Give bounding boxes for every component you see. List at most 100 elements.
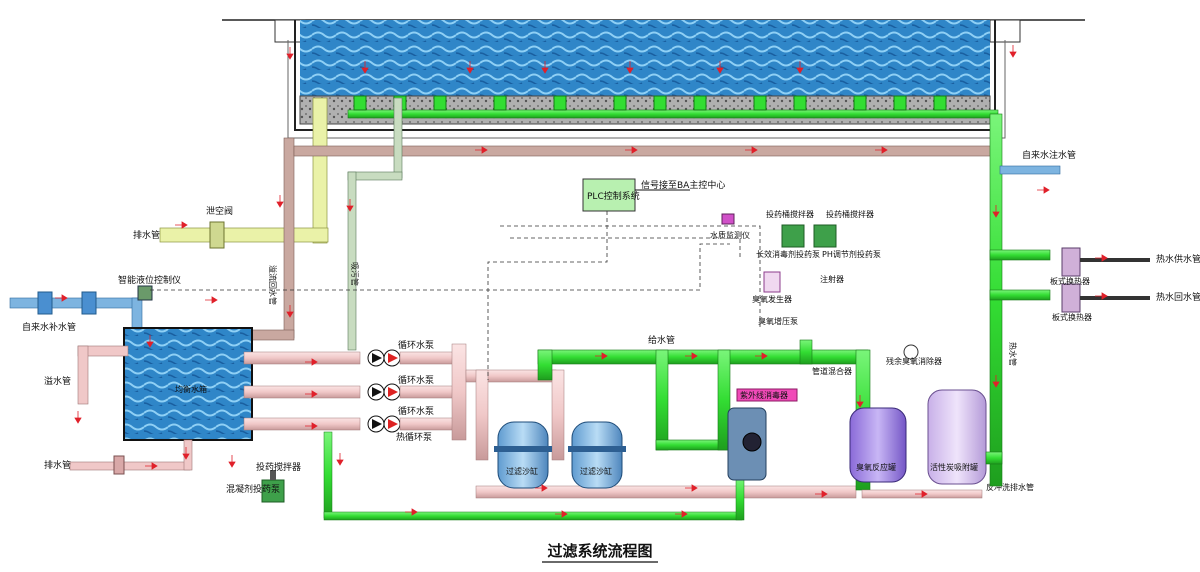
flow-arrow: [992, 375, 1000, 388]
pool-inlet-fitting: [853, 95, 867, 111]
ozone-gen-box: [763, 271, 781, 293]
sand-tank-2-label: 过滤沙缸: [580, 466, 612, 476]
carbon-tank: [927, 389, 987, 485]
pool-inlet-fitting: [753, 95, 767, 111]
flow-arrow: [305, 390, 318, 398]
suction-pipe-label: 吸污管: [350, 262, 360, 286]
plate-hx: [1061, 247, 1150, 313]
pool-inlet-fitting: [793, 95, 807, 111]
overflow-return-pipe: [249, 137, 995, 341]
flow-arrow: [55, 294, 68, 302]
supply-pipe-label: 给水管: [648, 334, 675, 346]
circ-pump-3-label: 循环水泵: [398, 405, 434, 417]
plc-box: [582, 178, 636, 212]
hot-supply-label: 热水供水管: [1156, 253, 1200, 265]
pump-discharge-pipes: [399, 343, 857, 499]
flow-arrow: [305, 422, 318, 430]
pool-inlet-fitting: [433, 95, 447, 111]
flow-arrow: [856, 395, 864, 408]
disinfect-pump-label: 长效消毒剂投药泵: [756, 249, 820, 259]
vent-valve-label: 泄空阀: [206, 205, 233, 217]
flow-arrow: [595, 352, 608, 360]
heat-pump-label: 热循环泵: [396, 431, 432, 443]
backwash-drain-label: 反冲洗排水管: [986, 482, 1034, 492]
ph-pump-label: PH调节剂投药泵: [822, 249, 881, 259]
coag-pump-label: 混凝剂投药泵: [226, 483, 280, 495]
sand-tank-2: [568, 421, 626, 489]
flow-arrow: [175, 221, 188, 229]
flow-arrow: [286, 305, 294, 318]
balance-tank: [123, 327, 253, 441]
flow-arrow: [1009, 45, 1017, 58]
flow-arrow: [182, 447, 190, 460]
flow-arrow: [685, 484, 698, 492]
suction-pipe: [347, 97, 403, 351]
pool-inlet-fitting: [353, 95, 367, 111]
uv-box: [736, 388, 798, 402]
circ-pump-1-label: 循环水泵: [398, 339, 434, 351]
flow-arrow: [74, 411, 82, 424]
overflow-return-label: 溢流回水管: [268, 265, 278, 305]
pool-inlet-fitting: [933, 95, 947, 111]
injector-label: 注射器: [820, 274, 844, 284]
pool: [222, 19, 1085, 139]
ozone-remover-label: 残余臭氧消除器: [886, 356, 942, 366]
pool-inlet-fitting: [893, 95, 907, 111]
dosing-mixer-bottom-label: 投药搅拌器: [256, 461, 301, 473]
pool-water: [300, 20, 990, 98]
carbon-tank-label: 活性炭吸附罐: [930, 462, 978, 472]
flow-arrow: [555, 510, 568, 518]
balance-tank-label: 均衡水箱: [175, 384, 207, 394]
drain-bottom-label: 排水管: [44, 459, 71, 471]
flow-arrow: [875, 146, 888, 154]
plc-label: PLC控制系统: [587, 190, 640, 202]
plate-hx-2-label: 板式换热器: [1052, 312, 1092, 322]
chem-tanks: [781, 224, 837, 248]
flow-arrow: [205, 296, 218, 304]
flow-arrow: [541, 61, 549, 74]
flow-arrow: [685, 352, 698, 360]
flow-arrow: [535, 484, 548, 492]
flow-arrow: [675, 510, 688, 518]
flow-arrow: [1095, 254, 1108, 262]
ozone-gen-label: 臭氧发生器: [752, 294, 792, 304]
tap-water-makeup-label: 自来水补水管: [22, 321, 76, 333]
flow-arrow: [1037, 186, 1050, 194]
overflow-pipe-label: 溢水管: [44, 375, 71, 387]
level-controller-label: 智能液位控制仪: [118, 274, 181, 286]
overflow-pipe: [77, 345, 129, 405]
flow-arrow: [716, 61, 724, 74]
booster-pump-label: 臭氧增压泵: [758, 316, 798, 326]
mixer-2-label: 投药桶搅拌器: [826, 209, 874, 219]
ozone-reactor: [849, 407, 907, 483]
bottom-drain-pipe: [69, 439, 193, 475]
circ-pump-2-label: 循环水泵: [398, 374, 434, 386]
flow-arrow: [475, 146, 488, 154]
flow-arrow: [286, 47, 294, 60]
flow-arrow: [815, 490, 828, 498]
ozone-remover-icon: [903, 344, 919, 360]
pipe-mixer-label: 管道混合器: [812, 366, 852, 376]
hot-return-label: 热水回水管: [1156, 291, 1200, 303]
flow-arrow: [796, 61, 804, 74]
coag-pump: [261, 470, 285, 503]
flow-arrow: [1095, 292, 1108, 300]
green-bottom-pipe: [323, 431, 745, 521]
flow-arrow: [626, 61, 634, 74]
flow-arrow: [915, 490, 928, 498]
flow-arrow: [145, 462, 158, 470]
ba-signal-label: 信号接至BA主控中心: [641, 179, 725, 191]
pool-inlet-fitting: [653, 95, 667, 111]
flow-arrow: [336, 453, 344, 466]
hot-water-riser: [985, 113, 1051, 487]
pool-inlet-fitting: [693, 95, 707, 111]
flow-arrows: [55, 45, 1108, 518]
flow-arrow: [745, 146, 758, 154]
sand-tank-1-label: 过滤沙缸: [506, 466, 538, 476]
circulation-pumps: [367, 349, 401, 433]
flow-arrow: [305, 358, 318, 366]
pool-inlet-fitting: [493, 95, 507, 111]
level-controller-box: [137, 285, 153, 301]
flow-arrow: [361, 61, 369, 74]
